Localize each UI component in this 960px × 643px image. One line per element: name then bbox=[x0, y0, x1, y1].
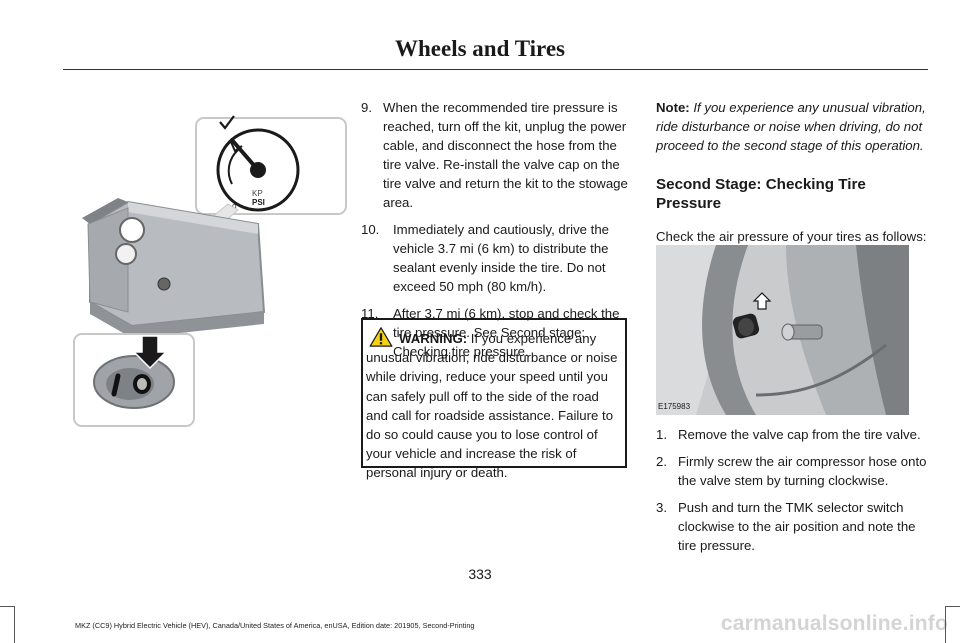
list-item: 11. After 3.7 mi (6 km), stop and check … bbox=[361, 304, 631, 361]
figure-code: E175983 bbox=[658, 402, 691, 411]
list-item: 1. Remove the valve cap from the tire va… bbox=[656, 425, 931, 444]
warning-text: If you experience any unusual vibration,… bbox=[366, 331, 618, 481]
header-divider bbox=[63, 69, 928, 70]
right-column: Note: If you experience any unusual vibr… bbox=[656, 98, 931, 246]
step-text: Immediately and cautiously, drive the ve… bbox=[393, 222, 609, 294]
note-label: Note: bbox=[656, 100, 690, 115]
step-number: 11. bbox=[361, 306, 379, 321]
page-number: 333 bbox=[468, 566, 492, 582]
step-number: 3. bbox=[656, 500, 667, 515]
watermark: carmanualsonline.info bbox=[720, 612, 948, 635]
crop-mark bbox=[945, 606, 960, 607]
step-text: Firmly screw the air compressor hose ont… bbox=[678, 454, 927, 488]
step-number: 9. bbox=[361, 100, 372, 115]
warning-triangle-icon bbox=[369, 327, 393, 347]
step-number: 1. bbox=[656, 427, 667, 442]
crop-mark bbox=[945, 606, 946, 643]
step-number: 10. bbox=[361, 222, 380, 237]
step-text: When the recommended tire pressure is re… bbox=[383, 100, 628, 210]
steps-right: 1. Remove the valve cap from the tire va… bbox=[656, 425, 931, 563]
step-text: Remove the valve cap from the tire valve… bbox=[678, 427, 921, 442]
list-item: 2. Firmly screw the air compressor hose … bbox=[656, 452, 931, 490]
step-text: After 3.7 mi (6 km), stop and check the … bbox=[393, 306, 620, 359]
gauge-unit-psi: PSI bbox=[252, 198, 265, 207]
warning-label: WARNING: bbox=[399, 331, 468, 346]
crop-mark bbox=[0, 606, 14, 607]
gauge-unit-kp: KP bbox=[252, 189, 263, 198]
footer-edition-info: MKZ (CC9) Hybrid Electric Vehicle (HEV),… bbox=[75, 621, 475, 630]
list-item: 9. When the recommended tire pressure is… bbox=[361, 98, 631, 212]
note-paragraph: Note: If you experience any unusual vibr… bbox=[656, 98, 931, 155]
step-text: Push and turn the TMK selector switch cl… bbox=[678, 500, 916, 553]
list-item: 10. Immediately and cautiously, drive th… bbox=[361, 220, 631, 296]
list-item: 3. Push and turn the TMK selector switch… bbox=[656, 498, 931, 555]
note-text: If you experience any unusual vibration,… bbox=[656, 100, 926, 153]
crop-mark bbox=[14, 606, 15, 643]
tire-valve-illustration: E175983 bbox=[656, 245, 909, 415]
steps-middle: 9. When the recommended tire pressure is… bbox=[361, 98, 631, 369]
section-heading: Second Stage: Checking Tire Pressure bbox=[656, 176, 866, 212]
warning-box: WARNING: If you experience any unusual v… bbox=[361, 318, 627, 480]
page-title: Wheels and Tires bbox=[395, 36, 565, 61]
section-intro: Check the air pressure of your tires as … bbox=[656, 229, 927, 244]
step-number: 2. bbox=[656, 454, 667, 469]
tire-kit-illustration: KP PSI 0 bbox=[73, 115, 347, 427]
